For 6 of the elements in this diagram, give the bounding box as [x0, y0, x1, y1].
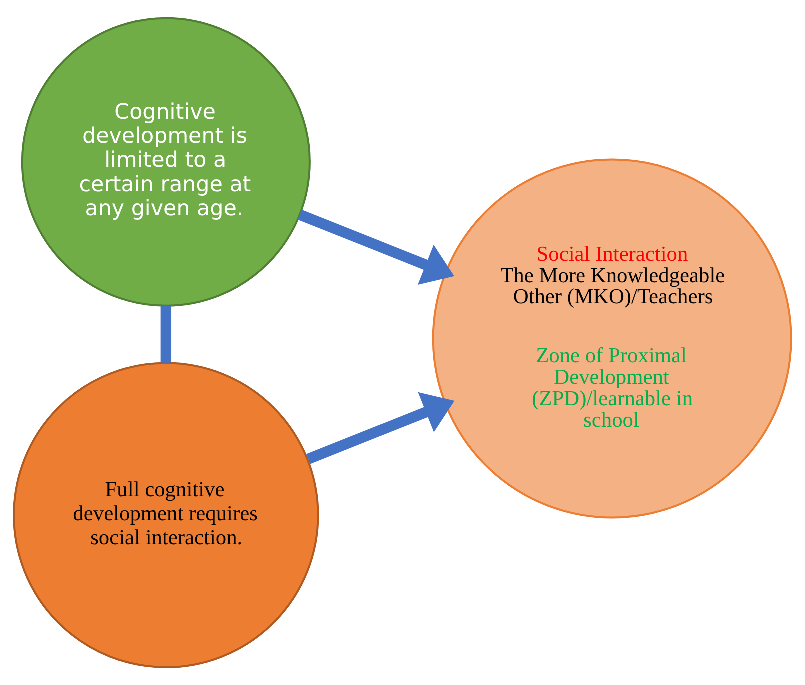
node-circle: Full cognitive development requires social interaction. [13, 362, 320, 668]
arrow [298, 209, 454, 285]
node-circle: Social Interaction The More Knowledgeable Other (MKO)/Teachers Zone of Proximal Development (ZPD)/learnable in school [432, 158, 792, 518]
connector [160, 306, 172, 362]
node-circle: Cognitive development is limited to a certain range at any given age. [21, 16, 311, 306]
arrow [306, 392, 455, 464]
